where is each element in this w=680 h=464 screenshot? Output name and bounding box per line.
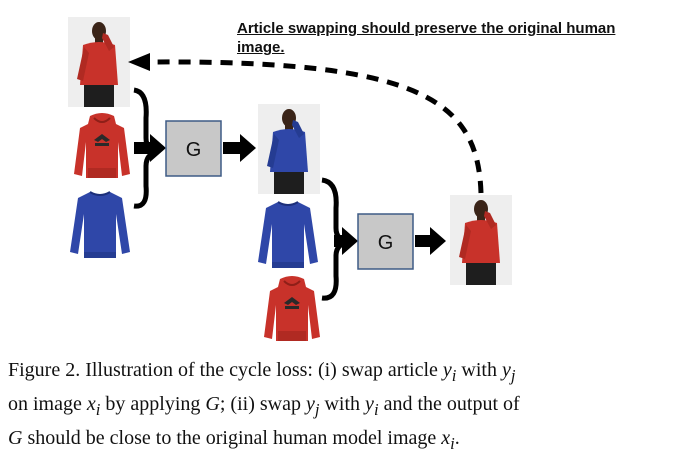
sub-i-2: i bbox=[95, 400, 101, 419]
var-G-2: G bbox=[8, 427, 23, 449]
human-image-xi bbox=[68, 17, 130, 107]
figure-caption: Figure 2. Illustration of the cycle loss… bbox=[8, 356, 672, 458]
sub-j: j bbox=[510, 366, 516, 385]
reconstructed-human-image bbox=[450, 195, 512, 285]
caption-line2-b: by applying bbox=[100, 393, 206, 415]
article-yj-blue-sweater-2 bbox=[257, 201, 319, 269]
var-x-i-2: x bbox=[441, 427, 451, 449]
sub-j-2: j bbox=[314, 400, 320, 419]
caption-line2-a: on image bbox=[8, 393, 87, 415]
sub-i-4: i bbox=[450, 434, 455, 453]
article-yj-blue-sweater bbox=[69, 191, 131, 259]
generator-label-2: G bbox=[378, 232, 394, 254]
cycle-arrowhead bbox=[128, 53, 150, 71]
caption-line2-c: ; (ii) swap bbox=[219, 393, 306, 415]
caption-prefix: Figure 2. Illustration of the cycle loss… bbox=[8, 359, 443, 381]
caption-line2-d: with bbox=[319, 393, 366, 415]
arrow-g1-to-output bbox=[223, 134, 256, 162]
generator-label-1: G bbox=[186, 139, 202, 161]
var-G: G bbox=[205, 393, 220, 415]
var-y-j-2: y bbox=[305, 393, 315, 415]
generator-box-1: G bbox=[165, 120, 222, 177]
sub-i-3: i bbox=[373, 400, 379, 419]
caption-with: with bbox=[456, 359, 502, 381]
annotation-text: Article swapping should preserve the ori… bbox=[237, 20, 616, 56]
var-y-j: y bbox=[501, 359, 511, 381]
sub-i: i bbox=[451, 366, 457, 385]
caption-end: . bbox=[454, 427, 460, 449]
caption-line3-a: should be close to the original human mo… bbox=[22, 427, 442, 449]
article-yi-red-hoodie-2 bbox=[263, 275, 321, 342]
caption-line2-e: and the output of bbox=[378, 393, 520, 415]
cycle-loss-figure: G G bbox=[68, 17, 512, 342]
arrow-to-g1 bbox=[134, 134, 166, 162]
var-y-i-2: y bbox=[365, 393, 374, 415]
generator-box-2: G bbox=[357, 213, 414, 270]
arrow-to-g2 bbox=[334, 227, 358, 255]
swapped-output-image bbox=[258, 104, 320, 194]
article-yi-red-hoodie bbox=[73, 112, 131, 179]
var-y-i: y bbox=[442, 359, 452, 381]
arrow-g2-to-output bbox=[415, 227, 446, 255]
cycle-dashed-arrow bbox=[149, 59, 484, 194]
var-x-i: x bbox=[86, 393, 96, 415]
